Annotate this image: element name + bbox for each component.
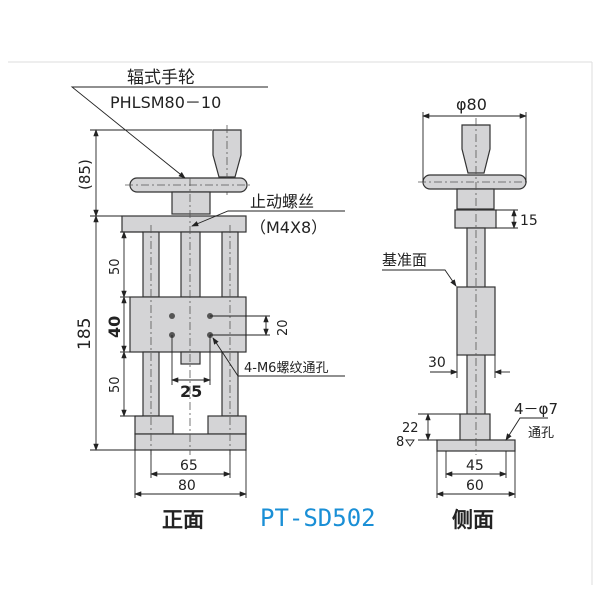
front-view-label: 正面 [162,508,204,532]
reference-label: 基准面 [382,251,427,269]
dim-base-block: 22 [402,421,419,436]
dim-base-inner: 65 [180,458,198,474]
dim-block: 40 [105,316,124,338]
stop-screw-label: 止动螺丝 [250,192,314,211]
side-view [382,112,548,498]
handwheel-label: 辐式手轮 [127,68,195,88]
stop-screw-spec: （M4X8） [250,218,327,237]
dim-side-base-outer: 60 [466,478,484,494]
through-hole-label: 4-M6螺纹通孔 [244,361,328,376]
handwheel-model: PHLSM80－10 [110,93,221,112]
model-code: PT-SD502 [260,504,376,532]
dim-collar: 15 [520,213,538,229]
dim-hole-pitch-h: 25 [180,382,202,401]
dim-hole-pitch-v: 20 [276,319,291,336]
hole-note: 通孔 [528,426,554,441]
dim-upper: 50 [108,258,123,275]
side-view-label: 侧面 [452,508,494,532]
front-view [70,86,345,498]
dim-block-width: 30 [428,355,446,371]
dim-base-outer: 80 [178,478,196,494]
dim-side-base-inner: 45 [466,458,484,474]
hole-label: 4－φ7 [514,400,558,418]
dim-base-plate: 8 [396,435,404,450]
dim-lower: 50 [108,376,123,393]
dim-wheel-dia: φ80 [456,95,487,114]
dim-handle-height: (85) [76,159,94,190]
dim-total-height: 185 [75,318,95,350]
